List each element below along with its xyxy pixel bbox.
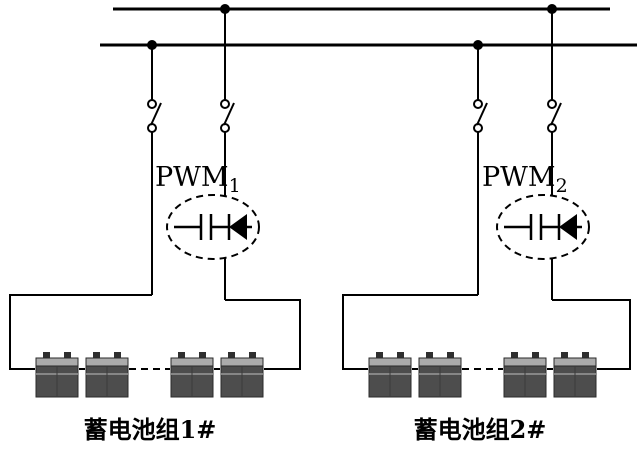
wire (9, 294, 152, 370)
battery-group-2-label: 蓄电池组2# (414, 415, 547, 444)
battery-icon (368, 351, 412, 398)
breaker-switch-icon (220, 99, 235, 133)
pwm1-converter-ellipse (166, 194, 260, 260)
battery-icon (418, 351, 462, 398)
branch-battery-group-2: PWM2 蓄电池组2# (342, 9, 631, 444)
dc-bus (100, 4, 637, 50)
battery-icon (553, 351, 597, 398)
pwm2-converter-ellipse (496, 194, 590, 260)
battery-icon (503, 351, 547, 398)
battery-icon (170, 351, 214, 398)
branch-battery-group-1: PWM1 蓄电池组1# (9, 9, 301, 444)
pwm2-label: PWM2 (482, 162, 568, 197)
breaker-switch-icon (473, 99, 488, 133)
battery-icon (220, 351, 264, 398)
battery-icon (35, 351, 79, 398)
breaker-switch-icon (547, 99, 562, 133)
wire (225, 299, 301, 370)
battery-group-1-label: 蓄电池组1# (84, 415, 217, 444)
wire (342, 294, 478, 370)
breaker-switch-icon (147, 99, 162, 133)
pwm1-label: PWM1 (155, 162, 241, 197)
chopper-diode-icon (172, 212, 254, 242)
battery-icon (85, 351, 129, 398)
chopper-diode-icon (502, 212, 584, 242)
wire (552, 299, 631, 370)
